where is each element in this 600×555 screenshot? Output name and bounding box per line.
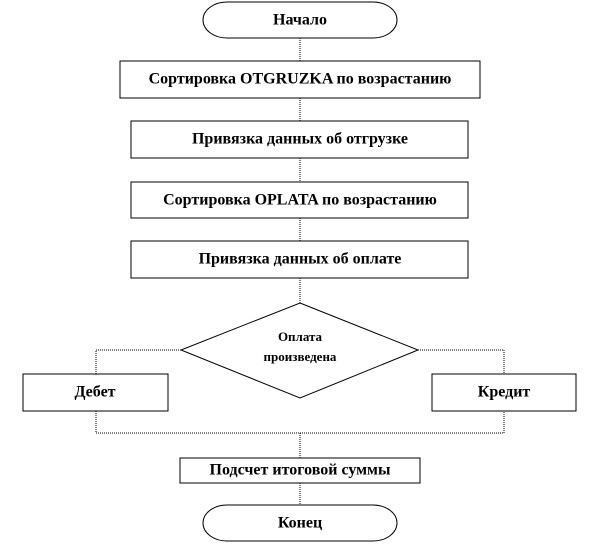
connector-decision-debet: [95, 349, 181, 374]
connector-merge: [95, 411, 505, 434]
terminal-shape: [202, 1, 398, 39]
process-shape: [130, 120, 469, 159]
node-debet: Дебет: [22, 373, 169, 412]
decision-label-line2: произведена: [264, 349, 337, 364]
process-shape: [22, 373, 169, 412]
node-label: Привязка данных об отгрузке: [192, 131, 408, 148]
process-shape: [130, 240, 469, 279]
node-sort-otgruzka: Сортировка OTGRUZKA по возрастанию: [119, 60, 481, 99]
connector-decision-kredit: [418, 349, 505, 374]
node-decision: Оплата произведена: [179, 302, 420, 399]
node-label: Сортировка OTGRUZKA по возрастанию: [149, 71, 452, 88]
node-total: Подсчет итоговой суммы: [179, 457, 421, 484]
decision-label-line1: Оплата: [278, 329, 323, 344]
node-label: Дебет: [74, 384, 115, 401]
node-label: Привязка данных об оплате: [199, 251, 402, 268]
process-shape: [130, 181, 469, 219]
decision-shape: [179, 302, 420, 399]
process-shape: [119, 60, 481, 99]
node-end: Конец: [202, 504, 398, 542]
node-start: Начало: [202, 1, 398, 39]
node-label: Подсчет итоговой суммы: [210, 462, 391, 479]
connectors: [95, 38, 505, 505]
node-kredit: Кредит: [431, 373, 577, 412]
node-bind-payment: Привязка данных об оплате: [130, 240, 469, 279]
process-shape: [431, 373, 577, 412]
node-label: Сортировка OPLATA по возрастанию: [163, 192, 437, 209]
node-label: Конец: [278, 515, 322, 532]
node-label: Начало: [273, 12, 327, 29]
terminal-shape: [202, 504, 398, 542]
node-sort-oplata: Сортировка OPLATA по возрастанию: [130, 181, 469, 219]
node-bind-shipment: Привязка данных об отгрузке: [130, 120, 469, 159]
process-shape: [179, 457, 421, 484]
node-label: Кредит: [478, 384, 531, 401]
